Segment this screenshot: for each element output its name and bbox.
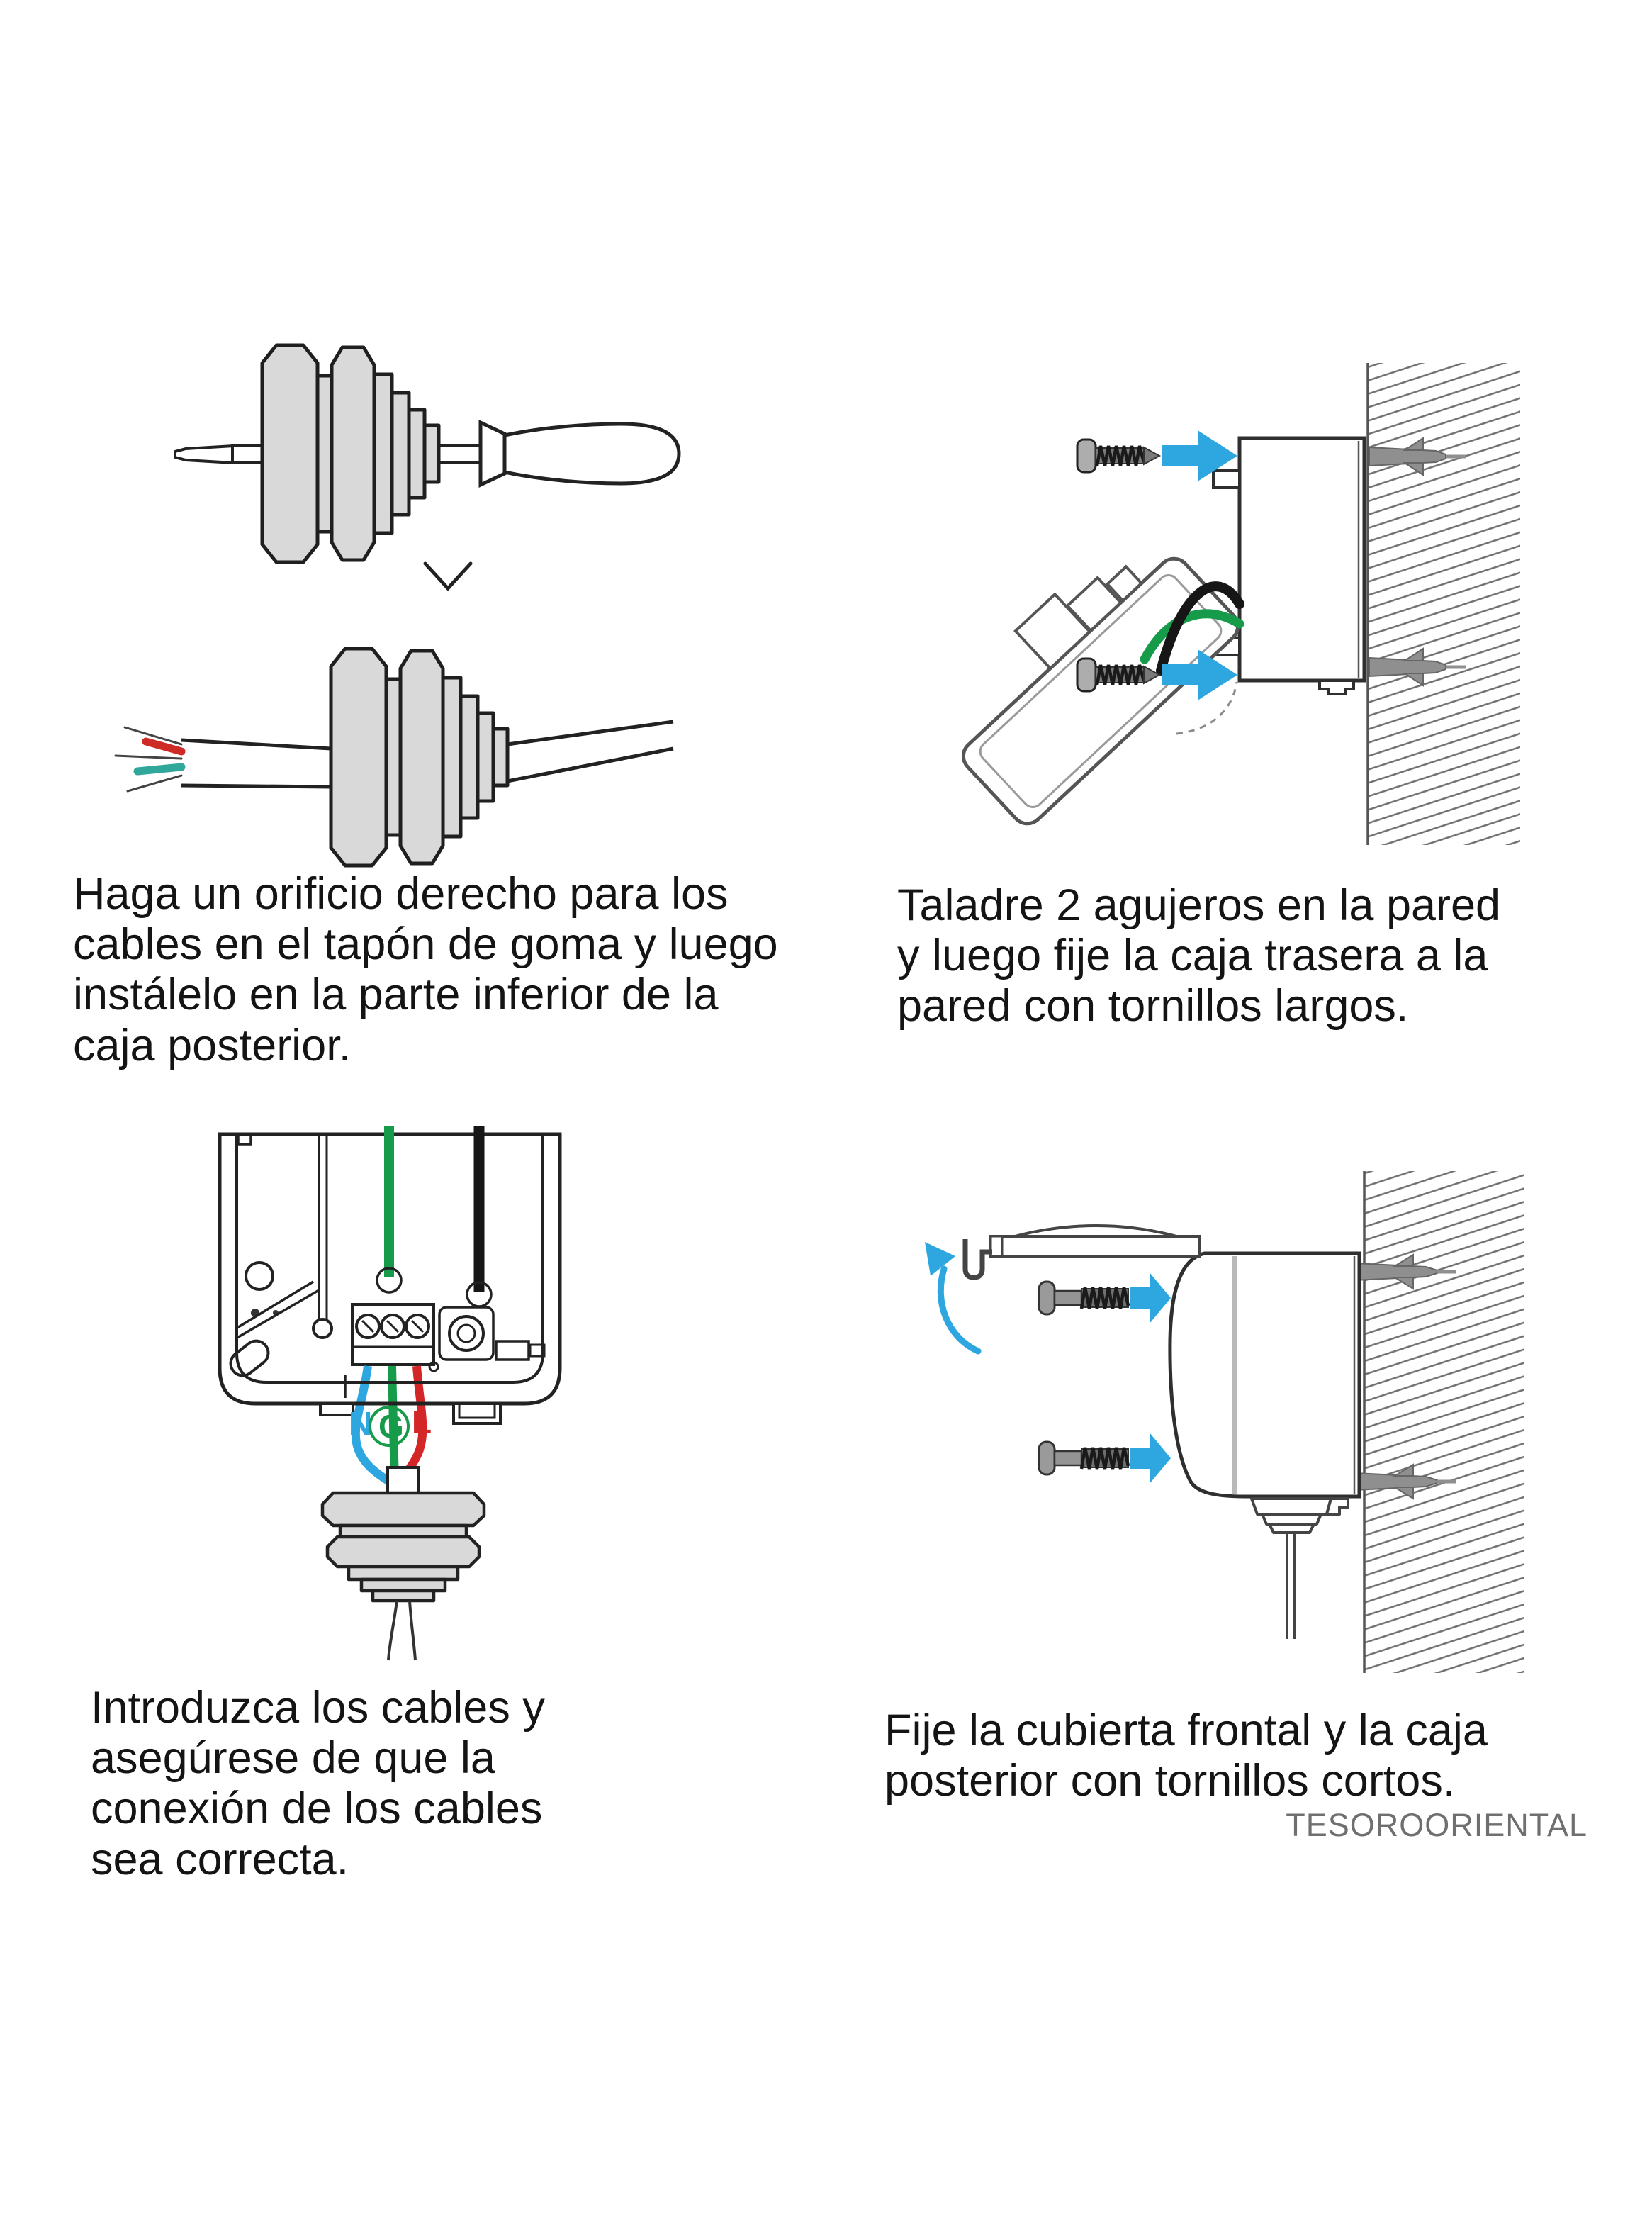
step-3-caption: Introduzca los cables y asegúrese de que… xyxy=(91,1683,545,1884)
bottom-stub-inner xyxy=(458,1402,496,1419)
cable-sheath xyxy=(386,1466,420,1497)
terminal-block xyxy=(351,1303,435,1366)
step-2-caption: Taladre 2 agujeros en la pared y luego f… xyxy=(897,880,1501,1031)
neutral-wire-blue xyxy=(351,1365,397,1489)
step-4-illustration xyxy=(925,1171,1524,1673)
wall-section xyxy=(1363,1171,1524,1673)
step-2-illustration xyxy=(961,363,1520,845)
neutral-label: N xyxy=(349,1405,372,1442)
ground-wire-green xyxy=(1140,609,1244,664)
long-screw-icon xyxy=(1076,438,1162,474)
cable-icon xyxy=(181,720,674,789)
back-box xyxy=(1212,436,1366,695)
cable-tails xyxy=(387,1600,417,1661)
line-label: L xyxy=(412,1404,432,1440)
device-side-view xyxy=(1168,1251,1361,1499)
bottom-stub xyxy=(319,1402,354,1416)
hidden-edge-dashes xyxy=(1176,681,1238,735)
step-1-illustration xyxy=(114,343,681,868)
cable-clamp-fitting xyxy=(428,1306,546,1372)
ground-label: G xyxy=(378,1408,404,1445)
ground-wire-green xyxy=(388,1365,399,1485)
chevron-down-icon xyxy=(423,561,473,591)
open-arrow-icon xyxy=(925,1242,982,1355)
stripped-wires-icon xyxy=(114,726,186,793)
blue-arrow-icon xyxy=(1130,1272,1171,1323)
step-1-caption: Haga un orificio derecho para los cables… xyxy=(73,869,778,1070)
step-4-caption: Fije la cubierta frontal y la caja poste… xyxy=(884,1706,1488,1806)
latch-hook-icon xyxy=(962,1239,992,1280)
blue-arrow-icon xyxy=(1162,430,1237,481)
rubber-grommet-icon xyxy=(260,343,441,564)
ground-label-circle xyxy=(369,1406,410,1447)
wall-anchor-icon xyxy=(1369,437,1466,687)
power-cable xyxy=(1286,1533,1296,1639)
short-screw-icon xyxy=(1038,1440,1130,1476)
cable-grommet xyxy=(1250,1497,1349,1534)
rubber-grommet-icon xyxy=(329,647,510,868)
rubber-grommet-icon xyxy=(320,1491,486,1603)
step-3-illustration: N G L xyxy=(218,1126,562,1661)
long-screw-icon xyxy=(1076,657,1162,693)
blue-arrow-icon xyxy=(1130,1433,1171,1484)
flip-lid xyxy=(989,1224,1201,1258)
watermark: TESOROORIENTAL xyxy=(1286,1807,1588,1843)
wire-hole xyxy=(376,1267,403,1294)
wall-section xyxy=(1366,363,1520,845)
blue-arrow-icon xyxy=(1162,649,1237,700)
short-screw-icon xyxy=(1038,1280,1130,1316)
live-wire-black xyxy=(1156,581,1244,676)
bottom-stub xyxy=(452,1402,502,1425)
